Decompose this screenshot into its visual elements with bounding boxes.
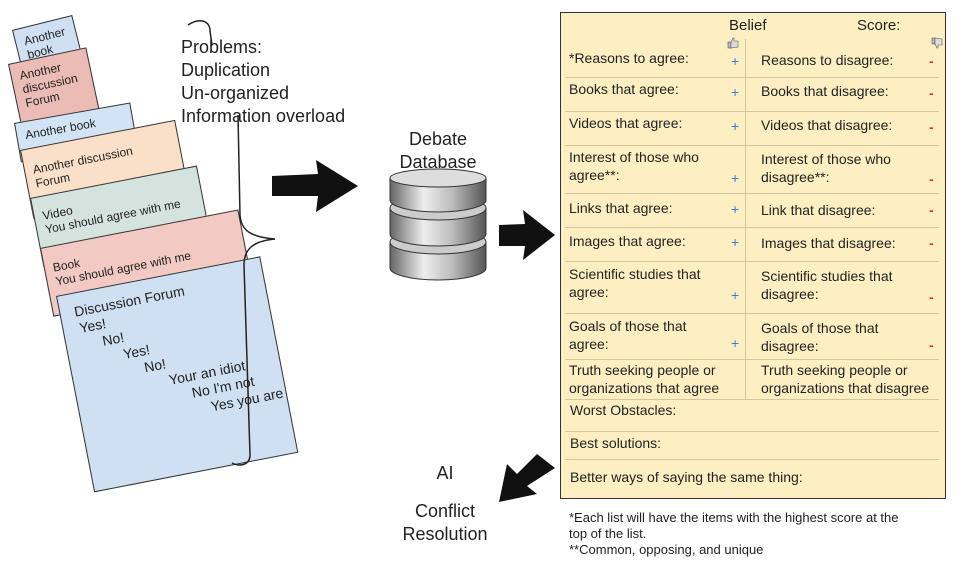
- add-image-agree-button[interactable]: +: [731, 234, 740, 250]
- problems-text: Problems: Duplication Un-organized Infor…: [181, 37, 346, 126]
- row-studies: Scientific studies that agree: + Scienti…: [565, 261, 939, 314]
- add-interest-agree-button[interactable]: +: [731, 170, 740, 186]
- add-study-disagree-button[interactable]: -: [929, 289, 934, 305]
- arrow-down-left-icon: [499, 454, 555, 502]
- add-goal-agree-button[interactable]: +: [731, 335, 740, 351]
- add-video-agree-button[interactable]: +: [731, 118, 740, 134]
- database-label: Debate Database: [399, 129, 477, 172]
- divider: [565, 431, 939, 432]
- add-reason-agree-button[interactable]: +: [731, 53, 740, 69]
- studies-agree: Scientific studies that agree:: [569, 266, 701, 300]
- column-divider: [745, 39, 746, 399]
- best-solutions: Best solutions:: [570, 435, 662, 451]
- row-interest: Interest of those who agree**: + Interes…: [565, 145, 939, 194]
- add-study-agree-button[interactable]: +: [731, 287, 740, 303]
- goals-disagree: Goals of those that disagree:: [761, 320, 879, 354]
- conflict-resolution-label: Conflict Resolution: [402, 501, 488, 544]
- add-interest-disagree-button[interactable]: -: [929, 171, 934, 187]
- interest-agree: Interest of those who agree**:: [569, 149, 699, 183]
- row-books: Books that agree: + Books that disagree:…: [565, 77, 939, 112]
- add-book-agree-button[interactable]: +: [731, 84, 740, 100]
- add-reason-disagree-button[interactable]: -: [929, 53, 934, 69]
- interest-disagree: Interest of those who disagree**:: [761, 151, 891, 185]
- books-that-disagree: Books that disagree:: [761, 83, 889, 99]
- ai-label: AI: [436, 463, 454, 483]
- thumbs-down-icon: [931, 37, 943, 49]
- belief-panel: Belief Score: *Reasons to agree: + Reaso…: [560, 12, 946, 499]
- row-videos: Videos that agree: + Videos that disagre…: [565, 111, 939, 146]
- add-goal-disagree-button[interactable]: -: [929, 337, 934, 353]
- arrow-right-icon-2: [499, 210, 555, 260]
- row-truth-seeking: Truth seeking people or organizations th…: [565, 359, 939, 400]
- database-icon: [389, 168, 487, 281]
- videos-that-disagree: Videos that disagree:: [761, 117, 893, 133]
- belief-title: Belief: [729, 17, 767, 34]
- truth-agree: Truth seeking people or organizations th…: [569, 362, 720, 396]
- thumbs-up-icon: [727, 37, 739, 49]
- videos-that-agree: Videos that agree:: [569, 115, 683, 131]
- add-book-disagree-button[interactable]: -: [929, 85, 934, 101]
- score-label: Score:: [857, 17, 901, 34]
- goals-agree: Goals of those that agree:: [569, 318, 687, 352]
- reasons-to-agree: *Reasons to agree:: [569, 50, 689, 66]
- worst-obstacles: Worst Obstacles:: [570, 402, 677, 418]
- row-reasons: *Reasons to agree: + Reasons to disagree…: [565, 39, 939, 78]
- truth-disagree: Truth seeking people or organizations th…: [761, 362, 930, 396]
- arrow-right-icon: [272, 160, 358, 212]
- studies-disagree: Scientific studies that disagree:: [761, 268, 893, 302]
- add-image-disagree-button[interactable]: -: [929, 235, 934, 251]
- books-that-agree: Books that agree:: [569, 81, 679, 97]
- divider: [565, 459, 939, 460]
- footnote: *Each list will have the items with the …: [569, 510, 899, 557]
- add-link-agree-button[interactable]: +: [731, 201, 740, 217]
- links-that-agree: Links that agree:: [569, 200, 673, 216]
- row-goals: Goals of those that agree: + Goals of th…: [565, 313, 939, 360]
- images-that-disagree: Images that disagree:: [761, 235, 896, 251]
- better-ways: Better ways of saying the same thing:: [570, 469, 803, 485]
- row-links: Links that agree: + Link that disagree: …: [565, 193, 939, 228]
- row-images: Images that agree: + Images that disagre…: [565, 227, 939, 262]
- add-video-disagree-button[interactable]: -: [929, 119, 934, 135]
- curly-brace-icon: [187, 20, 276, 466]
- reasons-to-disagree: Reasons to disagree:: [761, 52, 894, 68]
- add-link-disagree-button[interactable]: -: [929, 202, 934, 218]
- links-that-disagree: Link that disagree:: [761, 202, 876, 218]
- images-that-agree: Images that agree:: [569, 233, 686, 249]
